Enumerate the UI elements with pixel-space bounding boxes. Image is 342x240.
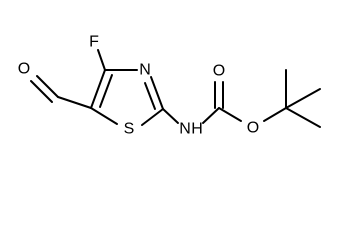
amide-nitrogen-label: N (179, 121, 191, 138)
thiazole-nitrogen-label: N (139, 62, 151, 79)
bond-cho-o-second (30, 80, 53, 103)
bond-cho-o (36, 75, 59, 98)
amide-hydrogen-label: H (191, 121, 203, 138)
ester-oxygen-label: O (247, 120, 259, 137)
bond-ester-o-tbu (263, 107, 287, 122)
bond-c4-c5-inner (99, 74, 113, 108)
bond-n3-c2 (150, 76, 164, 110)
sulfur-atom-label: S (124, 121, 135, 138)
bond-c4-c5 (90, 69, 106, 109)
carbonyl-oxygen-label: O (213, 63, 225, 80)
fluorine-atom-label: F (89, 34, 99, 51)
bond-carbonyl-ester-o (218, 107, 242, 122)
chemical-structure-diagram: F N S O N H O O (18, 34, 321, 138)
bond-tbu-methyl-bottom (285, 107, 321, 128)
bond-c4-f (97, 49, 106, 71)
bond-nh-carbonyl (202, 107, 220, 124)
bond-tbu-methyl-right (285, 88, 321, 109)
bond-c2-nh (162, 108, 179, 124)
bond-c5-cho (57, 96, 92, 109)
bond-c2-s1 (141, 108, 164, 126)
bond-n3-c2-inner (144, 82, 156, 110)
bond-s1-c5 (90, 107, 118, 125)
aldehyde-oxygen-label: O (18, 61, 30, 78)
